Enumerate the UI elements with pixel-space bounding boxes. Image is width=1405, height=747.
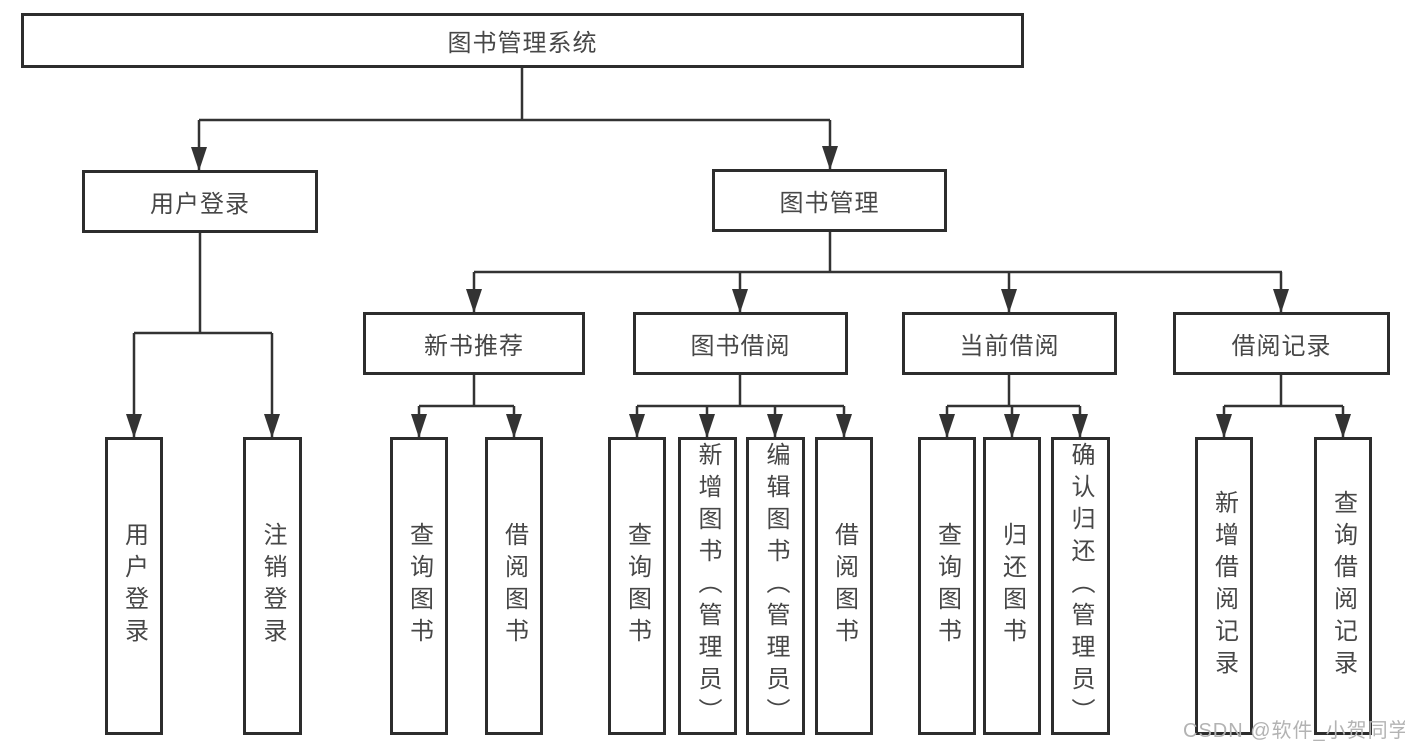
leaf-bb-borrow-books: 借阅图书 <box>815 437 873 735</box>
leaf-bb-add-books-admin-label: 新增图书（管理员） <box>694 442 721 730</box>
node-new-book-recommend: 新书推荐 <box>363 312 585 375</box>
leaf-bb-edit-books-admin: 编辑图书（管理员） <box>746 437 805 735</box>
connector-current-borrow-trunk <box>947 375 1080 408</box>
leaf-bb-edit-books-admin-label: 编辑图书（管理员） <box>762 442 789 730</box>
connector-book-borrow-trunk <box>637 375 844 408</box>
connector-user-login-trunk <box>134 233 272 335</box>
leaf-bb-add-books-admin: 新增图书（管理员） <box>678 437 737 735</box>
node-user-login-label: 用户登录 <box>150 191 250 218</box>
node-current-borrow-label: 当前借阅 <box>959 333 1060 360</box>
leaf-br-query-record-label: 查询借阅记录 <box>1329 490 1357 682</box>
connector-book-mgmt-trunk <box>474 232 1282 274</box>
leaf-nb-borrow-books: 借阅图书 <box>485 437 543 735</box>
connector-borrow-record-trunk <box>1224 375 1343 408</box>
node-borrow-record: 借阅记录 <box>1173 312 1390 375</box>
leaf-cb-confirm-return-admin: 确认归还（管理员） <box>1051 437 1110 735</box>
node-book-borrow: 图书借阅 <box>633 312 848 375</box>
leaf-user-login-label: 用户登录 <box>120 522 148 650</box>
leaf-cb-return-books-label: 归还图书 <box>998 522 1026 650</box>
leaf-bb-query-books: 查询图书 <box>608 437 666 735</box>
leaf-logout: 注销登录 <box>243 437 302 735</box>
leaf-logout-label: 注销登录 <box>259 522 286 650</box>
leaf-cb-return-books: 归还图书 <box>983 437 1041 735</box>
csdn-watermark: CSDN @软件_小贺同学 <box>1183 720 1405 742</box>
leaf-nb-query-books-label: 查询图书 <box>405 522 433 650</box>
leaf-br-query-record: 查询借阅记录 <box>1314 437 1372 735</box>
node-borrow-record-label: 借阅记录 <box>1231 333 1332 360</box>
leaf-cb-query-books: 查询图书 <box>918 437 976 735</box>
leaf-br-add-record-label: 新增借阅记录 <box>1210 490 1238 682</box>
node-book-management-label: 图书管理 <box>779 190 880 217</box>
leaf-nb-query-books: 查询图书 <box>390 437 448 735</box>
leaf-br-add-record: 新增借阅记录 <box>1195 437 1253 735</box>
node-library-system-label: 图书管理系统 <box>447 30 598 57</box>
connector-root-trunk <box>199 68 830 122</box>
node-current-borrow: 当前借阅 <box>902 312 1117 375</box>
leaf-nb-borrow-books-label: 借阅图书 <box>500 522 528 650</box>
leaf-user-login: 用户登录 <box>105 437 163 735</box>
node-book-management: 图书管理 <box>712 169 947 232</box>
leaf-bb-borrow-books-label: 借阅图书 <box>830 522 858 650</box>
node-new-book-recommend-label: 新书推荐 <box>424 333 524 360</box>
node-library-system: 图书管理系统 <box>21 13 1024 68</box>
leaf-cb-query-books-label: 查询图书 <box>933 522 961 650</box>
connector-new-book-trunk <box>419 375 514 408</box>
leaf-cb-confirm-return-admin-label: 确认归还（管理员） <box>1067 442 1094 730</box>
node-book-borrow-label: 图书借阅 <box>690 333 791 360</box>
node-user-login: 用户登录 <box>82 170 318 233</box>
leaf-bb-query-books-label: 查询图书 <box>623 522 651 650</box>
